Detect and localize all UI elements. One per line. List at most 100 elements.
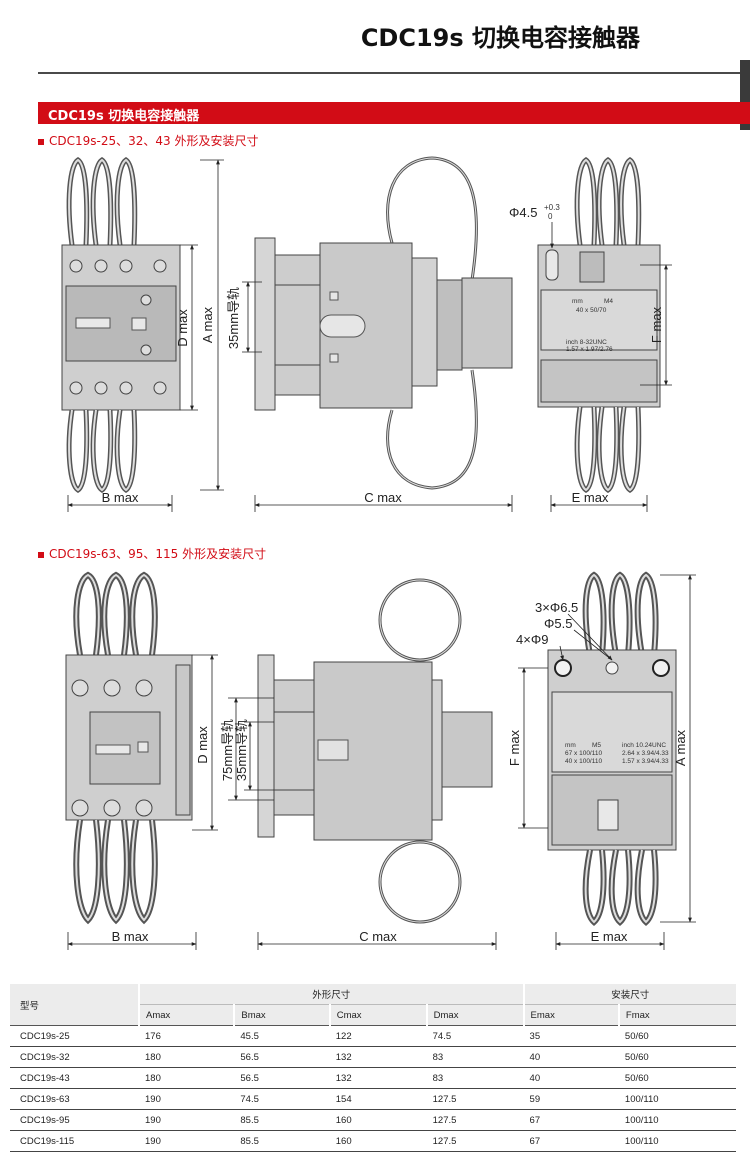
table-cell-model: CDC19s-43	[10, 1067, 139, 1089]
table-cell: 83	[426, 1067, 524, 1089]
label-hole-4x: 4×Φ9	[516, 632, 548, 647]
table-cell: 190	[139, 1130, 235, 1152]
table-col-fmax: Fmax	[617, 1004, 736, 1026]
subheading-large-series: CDC19s-63、95、115 外形及安装尺寸	[38, 545, 266, 562]
table-cell: 132	[329, 1046, 427, 1068]
table-cell: 180	[139, 1067, 235, 1089]
table-cell: 180	[139, 1046, 235, 1068]
table-cell: 59	[523, 1088, 619, 1110]
dimensions-front-small	[67, 159, 224, 512]
dimensions-front-large	[67, 654, 218, 950]
table-cell: 67	[523, 1130, 619, 1152]
label-e-max-large: E max	[591, 929, 628, 944]
table-cell: 50/60	[618, 1067, 736, 1089]
mount-small-mm-values: 40 x 50/70	[576, 307, 607, 314]
table-row: CDC19s-43 180 56.5 132 83 40 50/60	[10, 1067, 736, 1089]
mount-small-inch: inch 8-32UNC	[566, 339, 607, 346]
table-cell-model: CDC19s-63	[10, 1088, 139, 1110]
front-view-large	[65, 571, 193, 925]
dimensions-side-small	[242, 281, 513, 512]
subheading-small-series-text: CDC19s-25、32、43 外形及安装尺寸	[49, 134, 259, 148]
table-cell: 154	[329, 1088, 427, 1110]
table-cell: 85.5	[234, 1130, 330, 1152]
label-c-max-small: C max	[364, 490, 402, 505]
mount-small-mm: mm	[572, 298, 583, 305]
label-hole-small: Φ4.5	[509, 205, 537, 220]
table-cell: 127.5	[426, 1109, 524, 1131]
dimensions-mount-small	[550, 222, 672, 512]
table-cell-model: CDC19s-25	[10, 1025, 139, 1047]
label-hole-tol-zero: 0	[548, 212, 553, 221]
table-cell: 56.5	[234, 1046, 330, 1068]
mount-small-inch-values: 1.57 x 1.97/2.76	[566, 346, 613, 353]
table-row: CDC19s-95 190 85.5 160 127.5 67 100/110	[10, 1109, 736, 1131]
page-title: CDC19s 切换电容接触器	[360, 24, 640, 52]
table-row: CDC19s-63 190 74.5 154 127.5 59 100/110	[10, 1088, 736, 1110]
table-cell: 132	[329, 1067, 427, 1089]
table-header-install: 安装尺寸	[522, 984, 736, 1005]
table-cell: 122	[329, 1025, 427, 1047]
front-view-small	[61, 157, 181, 493]
table-col-cmax: Cmax	[328, 1004, 427, 1026]
mount-view-small	[537, 157, 661, 493]
subheading-small-series: CDC19s-25、32、43 外形及安装尺寸	[38, 132, 258, 149]
table-cell: 100/110	[618, 1130, 736, 1152]
table-cell: 160	[329, 1109, 427, 1131]
table-cell-model: CDC19s-115	[10, 1130, 139, 1152]
label-b-max-large: B max	[112, 929, 149, 944]
table-cell: 74.5	[234, 1088, 330, 1110]
label-rail-35-large: 35mm导轨	[234, 719, 249, 781]
side-view-small	[254, 156, 513, 490]
mount-view-large	[547, 571, 677, 926]
table-cell-model: CDC19s-32	[10, 1046, 139, 1068]
mount-large-screw: M5	[592, 742, 601, 749]
label-f-max-small: F max	[649, 306, 664, 343]
bullet-square-icon	[38, 138, 44, 145]
table-row: CDC19s-32 180 56.5 132 83 40 50/60	[10, 1046, 736, 1068]
table-cell: 190	[139, 1088, 235, 1110]
mount-large-mm-values-2: 40 x 100/110	[565, 758, 602, 765]
table-row: CDC19s-115 190 85.5 160 127.5 67 100/110	[10, 1130, 736, 1152]
table-cell: 127.5	[426, 1088, 524, 1110]
table-cell: 56.5	[234, 1067, 330, 1089]
table-cell: 40	[523, 1046, 619, 1068]
mount-large-mm-values-1: 67 x 100/110	[565, 750, 602, 757]
table-cell: 100/110	[618, 1088, 736, 1110]
subheading-large-series-text: CDC19s-63、95、115 外形及安装尺寸	[49, 547, 267, 561]
table-cell: 85.5	[234, 1109, 330, 1131]
table-cell-model: CDC19s-95	[10, 1109, 139, 1131]
label-d-max-large: D max	[195, 726, 210, 764]
table-cell: 50/60	[618, 1025, 736, 1047]
table-cell: 83	[426, 1046, 524, 1068]
label-d-max-small: D max	[175, 309, 190, 347]
title-divider	[38, 72, 750, 74]
page-edge-tab	[740, 60, 750, 130]
mount-large-inch: inch 10.24UNC	[622, 742, 666, 749]
mount-small-screw: M4	[604, 298, 613, 305]
table-cell: 190	[139, 1109, 235, 1131]
label-c-max-large: C max	[359, 929, 397, 944]
label-rail-35-small: 35mm导轨	[226, 287, 241, 349]
dimension-table: 型号 外形尺寸 安装尺寸 Amax Bmax Cmax Dmax Emax Fm…	[10, 984, 736, 1152]
table-cell: 35	[523, 1025, 619, 1047]
table-cell: 67	[523, 1109, 619, 1131]
table-cell: 74.5	[426, 1025, 524, 1047]
table-cell: 50/60	[618, 1046, 736, 1068]
label-hole-tol-plus: +0.3	[544, 203, 560, 212]
label-e-max-small: E max	[572, 490, 609, 505]
label-f-max-large: F max	[507, 729, 522, 766]
table-col-amax: Amax	[137, 1004, 235, 1026]
table-header-outline: 外形尺寸	[138, 984, 524, 1005]
table-cell: 40	[523, 1067, 619, 1089]
label-hole-3x: 3×Φ6.5	[535, 600, 578, 615]
mount-large-inch-values-2: 1.57 x 3.94/4.33	[622, 758, 669, 765]
dimension-drawings: B max D max A max C max 35mm导轨	[61, 156, 696, 950]
mount-large-inch-values-1: 2.64 x 3.94/4.33	[622, 750, 669, 757]
label-rail-75-large: 75mm导轨	[220, 719, 235, 781]
table-col-dmax: Dmax	[425, 1004, 524, 1026]
section-title: CDC19s 切换电容接触器	[48, 109, 200, 124]
label-a-max-large: A max	[673, 729, 688, 766]
table-cell: 100/110	[618, 1109, 736, 1131]
mount-large-mm: mm	[565, 742, 576, 749]
table-cell: 160	[329, 1130, 427, 1152]
